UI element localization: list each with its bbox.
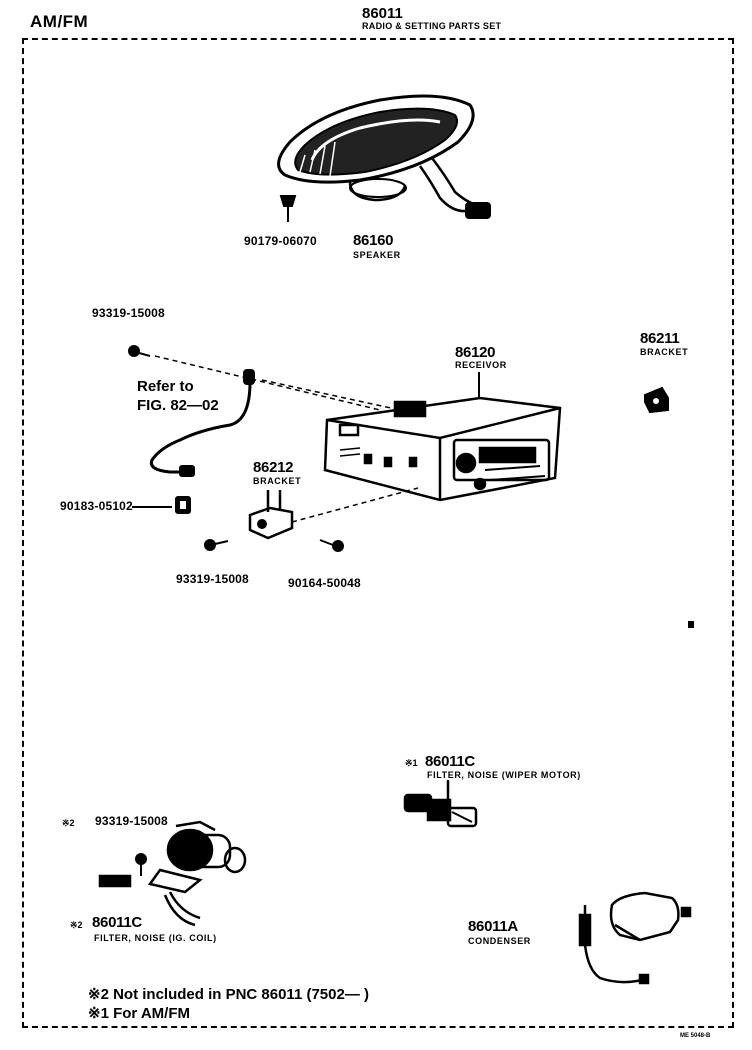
speaker-illustration xyxy=(277,94,491,219)
speaker-part-number: 86160 xyxy=(353,232,394,249)
set-number: 86011 xyxy=(362,5,403,22)
bracket-left-name: BRACKET xyxy=(253,476,302,486)
screw-bottom-part-number: 93319-15008 xyxy=(176,572,249,586)
bracket-left-part-number: 86212 xyxy=(253,459,294,476)
receiver-name: RECEIVOR xyxy=(455,360,507,370)
bracket-right-name: BRACKET xyxy=(640,347,689,357)
reference-line-2: FIG. 82—02 xyxy=(137,397,219,414)
wiper-filter-illustration xyxy=(403,780,478,828)
wiper-filter-mark: ※1 xyxy=(405,758,418,768)
condenser-illustration xyxy=(578,891,692,985)
note-2: ※2 Not included in PNC 86011 (7502— ) xyxy=(88,986,369,1003)
ig-filter-mark: ※2 xyxy=(70,920,83,930)
condenser-name: CONDENSER xyxy=(468,936,531,946)
clip-part-number: 90183-05102 xyxy=(60,499,133,513)
clip-leader-line xyxy=(132,506,172,508)
screw-bottom-illustration xyxy=(204,539,229,551)
filter-screw-mark: ※2 xyxy=(62,818,75,828)
screw-top-illustration xyxy=(128,345,151,357)
ig-filter-part-number: 86011C xyxy=(92,914,142,931)
ig-filter-illustration xyxy=(98,820,247,927)
bracket-right-part-number: 86211 xyxy=(640,330,680,347)
clip-illustration xyxy=(175,496,191,514)
bracket-left-illustration xyxy=(248,490,294,540)
filter-screw-illustration xyxy=(135,853,147,876)
note-1: ※1 For AM/FM xyxy=(88,1005,191,1022)
receiver-illustration xyxy=(323,396,562,502)
ground-wire-illustration xyxy=(149,369,255,477)
screw-top-part-number: 93319-15008 xyxy=(92,306,165,320)
filter-screw-part-number: 93319-15008 xyxy=(95,814,168,828)
header-left-label: AM/FM xyxy=(30,12,89,31)
set-title: RADIO & SETTING PARTS SET xyxy=(362,21,502,31)
stray-mark xyxy=(688,621,694,628)
wiper-filter-name: FILTER, NOISE (WIPER MOTOR) xyxy=(427,770,581,780)
wiper-filter-part-number: 86011C xyxy=(425,753,475,770)
ig-filter-name: FILTER, NOISE (IG. COIL) xyxy=(94,933,217,943)
screw-bracket-illustration xyxy=(319,539,344,552)
screw-bracket-part-number: 90164-50048 xyxy=(288,576,361,590)
receiver-part-number: 86120 xyxy=(455,344,496,361)
receiver-leader-line xyxy=(478,372,480,398)
bracket-right-illustration xyxy=(644,386,669,414)
reference-line-1: Refer to xyxy=(137,378,194,395)
speaker-screw-illustration xyxy=(279,195,297,222)
diagram-frame xyxy=(22,38,734,1028)
speaker-name: SPEAKER xyxy=(353,250,401,260)
footer-code: ME 5048-B xyxy=(680,1033,711,1039)
screw-speaker-part-number: 90179-06070 xyxy=(244,234,317,248)
condenser-part-number: 86011A xyxy=(468,918,518,935)
